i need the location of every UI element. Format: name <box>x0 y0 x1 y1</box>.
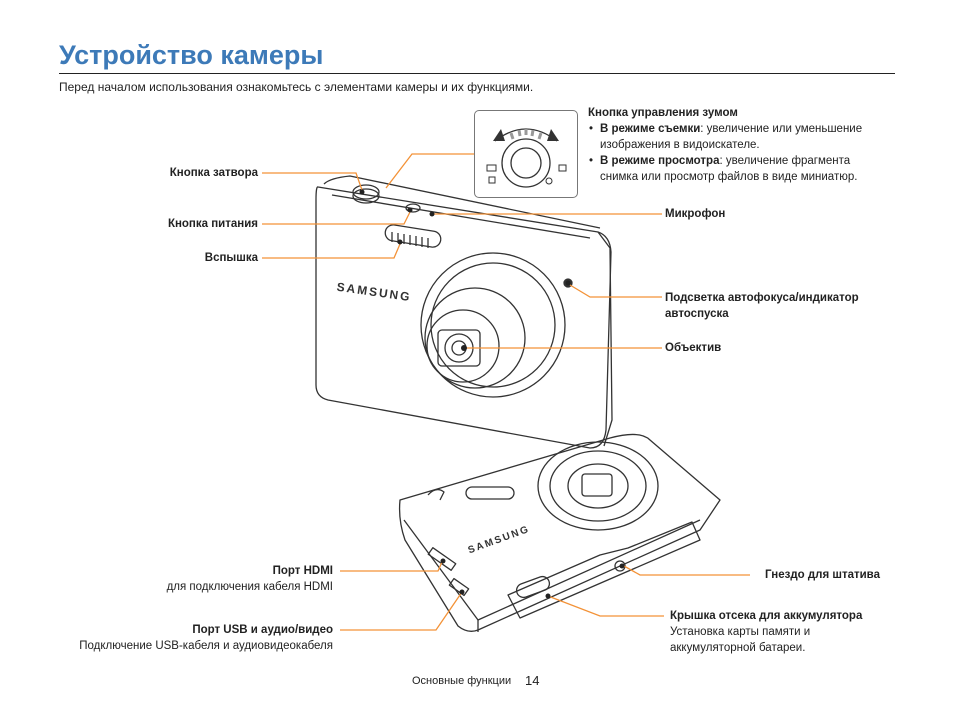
title-divider <box>59 73 895 74</box>
hdmi-title: Порт HDMI <box>272 565 333 577</box>
battery-description: Установка карты памяти и аккумуляторной … <box>670 626 811 654</box>
zoom-mode-list: В режиме съемки: увеличение или уменьшен… <box>588 121 888 185</box>
zoom-title: Кнопка управления зумом <box>588 107 738 119</box>
zoom-mode-name: В режиме съемки <box>600 123 701 135</box>
label-af-lamp: Подсветка автофокуса/индикатор автоспуск… <box>665 292 859 320</box>
label-usb-av-port: Порт USB и аудио/видео Подключение USB-к… <box>40 622 333 654</box>
zoom-detail-box <box>474 110 578 198</box>
label-tripod-socket: Гнездо для штатива <box>765 569 880 581</box>
zoom-mode-item: В режиме съемки: увеличение или уменьшен… <box>588 121 888 153</box>
zoom-button-description: Кнопка управления зумом В режиме съемки:… <box>588 105 888 185</box>
zoom-mode-text: : увеличение фрагмента снимка или просмо… <box>600 155 858 183</box>
usb-title: Порт USB и аудио/видео <box>192 624 333 636</box>
footer-section: Основные функции <box>412 675 512 687</box>
brand-logo-front: SAMSUNG <box>336 280 413 304</box>
label-battery-cover: Крышка отсека для аккумулятора Установка… <box>670 608 890 656</box>
zoom-mode-item: В режиме просмотра: увеличение фрагмента… <box>588 153 888 185</box>
label-lens: Объектив <box>665 342 722 354</box>
label-power-button: Кнопка питания <box>167 218 258 230</box>
brand-logo-bottom: SAMSUNG <box>467 524 532 557</box>
intro-text: Перед началом использования ознакомьтесь… <box>59 80 534 94</box>
page-title: Устройство камеры <box>59 40 324 70</box>
usb-description: Подключение USB-кабеля и аудиовидеокабел… <box>79 640 333 652</box>
label-shutter-button: Кнопка затвора <box>169 167 258 179</box>
label-hdmi-port: Порт HDMI для подключения кабеля HDMI <box>60 563 333 595</box>
zoom-mode-text: : увеличение или уменьшение изображения … <box>600 123 863 151</box>
label-flash: Вспышка <box>204 252 258 264</box>
label-microphone: Микрофон <box>665 208 726 220</box>
hdmi-description: для подключения кабеля HDMI <box>166 581 333 593</box>
zoom-lever-icon <box>486 128 567 188</box>
zoom-mode-name: В режиме просмотра <box>600 155 720 167</box>
battery-title: Крышка отсека для аккумулятора <box>670 610 863 622</box>
page-number: 14 <box>525 673 540 688</box>
